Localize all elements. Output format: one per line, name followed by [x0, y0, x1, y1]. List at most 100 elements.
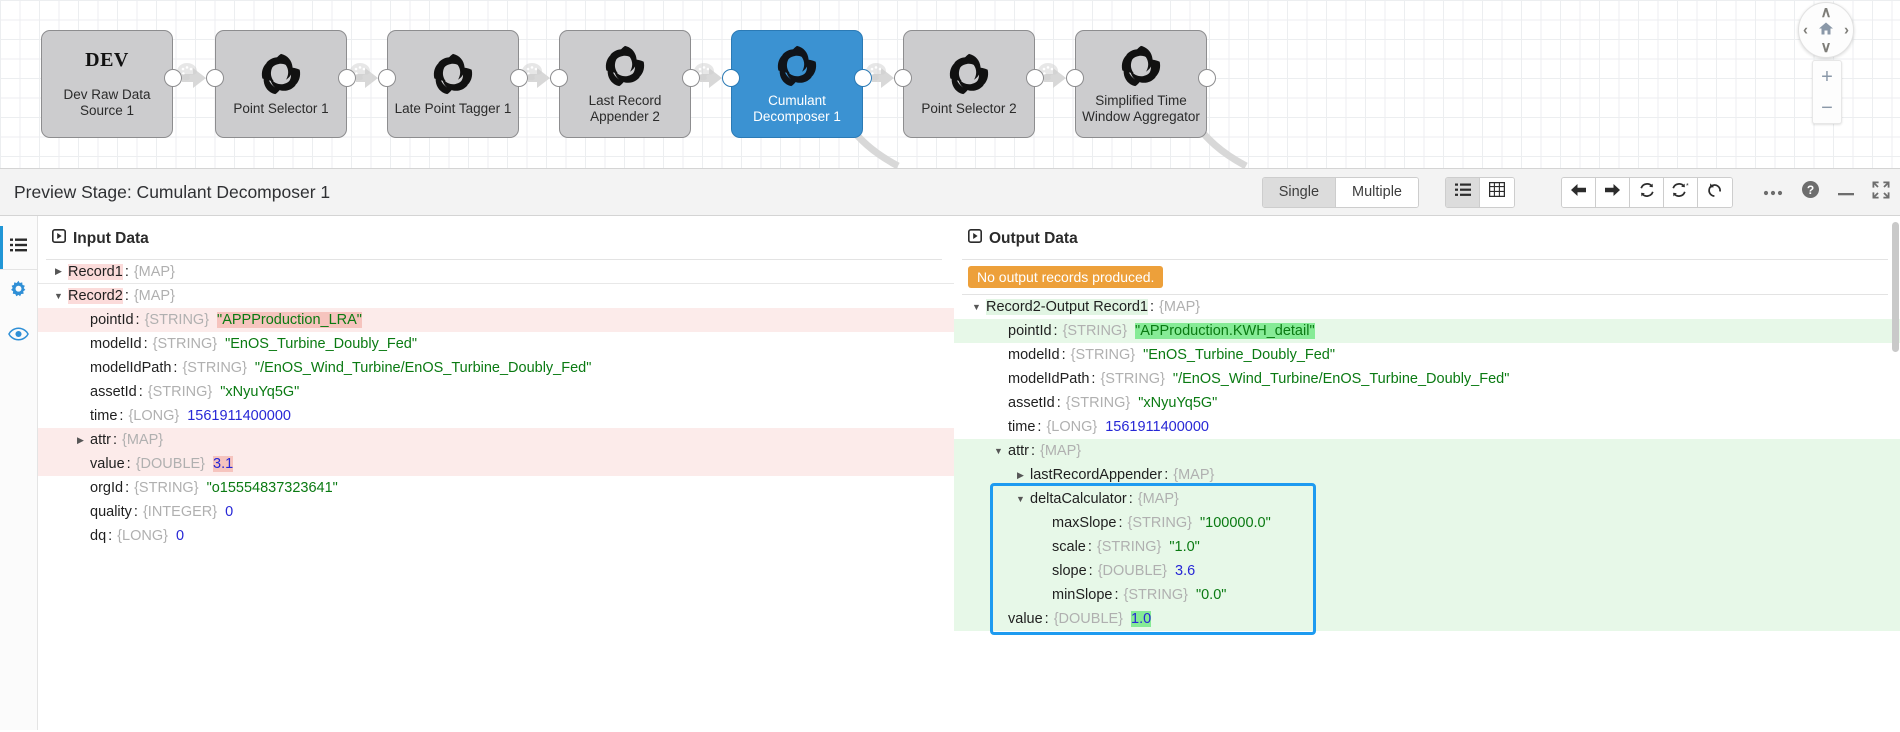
toolbar-button-help-icon[interactable]: ? [1801, 180, 1820, 204]
output-data-pane: Output Data No output records produced. … [954, 216, 1900, 730]
node-input-port[interactable] [722, 69, 740, 87]
tree-colon: : [1114, 587, 1119, 603]
collapsed-triangle-icon[interactable]: ▶ [55, 266, 62, 276]
tree-row[interactable]: ▶dq:{LONG}0 [38, 524, 954, 548]
pan-left-icon[interactable]: ‹ [1803, 21, 1808, 39]
navigation-group[interactable]: * [1561, 176, 1733, 208]
tree-row[interactable]: ▶value:{DOUBLE}1.0 [954, 607, 1900, 631]
pan-up-icon[interactable]: ∧ [1820, 4, 1832, 21]
expanded-triangle-icon[interactable]: ▼ [972, 302, 981, 312]
tree-key: minSlope [1052, 587, 1113, 603]
tree-row[interactable]: ▶pointId:{STRING}"APPProduction_LRA" [38, 308, 954, 332]
tree-row[interactable]: ▶slope:{DOUBLE}3.6 [954, 559, 1900, 583]
node-output-port[interactable] [854, 69, 872, 87]
window-actions-group[interactable]: ? [1763, 180, 1890, 204]
tree-colon: : [1128, 491, 1133, 507]
node-input-port[interactable] [206, 69, 224, 87]
sidebar-item-list[interactable] [0, 226, 37, 270]
mode-button-single[interactable]: Single [1262, 177, 1337, 207]
toolbar-button-expand-icon[interactable] [1872, 181, 1890, 204]
pipeline-node-last-record-appender-2[interactable]: Last Record Appender 2 [559, 30, 691, 138]
tree-row[interactable]: ▶Record1:{MAP} [38, 260, 954, 284]
node-output-port[interactable] [1026, 69, 1044, 87]
nav-button-arrow-right-icon[interactable] [1596, 177, 1630, 207]
tree-type: {MAP} [1137, 491, 1179, 507]
mode-button-multiple[interactable]: Multiple [1336, 177, 1418, 207]
left-rail[interactable] [0, 216, 38, 730]
tree-row[interactable]: ▶minSlope:{STRING}"0.0" [954, 583, 1900, 607]
pipeline-node-point-selector-2[interactable]: Point Selector 2 [903, 30, 1035, 138]
tree-row[interactable]: ▶scale:{STRING}"1.0" [954, 535, 1900, 559]
tree-row[interactable]: ▶modelIdPath:{STRING}"/EnOS_Wind_Turbine… [954, 367, 1900, 391]
input-tree[interactable]: ▶Record1:{MAP}▼Record2:{MAP}▶pointId:{ST… [38, 260, 954, 548]
pan-down-icon[interactable]: ∨ [1820, 39, 1832, 56]
expanded-triangle-icon[interactable]: ▼ [1016, 494, 1025, 504]
nav-button-refresh-icon[interactable] [1630, 177, 1664, 207]
node-output-port[interactable] [338, 69, 356, 87]
tree-type: {STRING} [152, 336, 218, 352]
expanded-triangle-icon[interactable]: ▼ [54, 291, 63, 301]
output-tree[interactable]: ▼Record2-Output Record1:{MAP}▶pointId:{S… [954, 295, 1900, 631]
view-button-table-view-icon[interactable] [1480, 177, 1514, 207]
tree-type: {STRING} [1123, 587, 1188, 603]
nav-button-refresh-star-icon[interactable]: * [1664, 177, 1698, 207]
node-output-port[interactable] [164, 69, 182, 87]
view-mode-group[interactable] [1445, 176, 1515, 208]
toolbar-button-more-options-icon[interactable] [1763, 183, 1783, 201]
tree-key: modelId [1008, 347, 1060, 363]
tree-row[interactable]: ▶assetId:{STRING}"xNyuYq5G" [954, 391, 1900, 415]
tree-row[interactable]: ▶attr:{MAP} [38, 428, 954, 452]
node-input-port[interactable] [378, 69, 396, 87]
pan-control[interactable]: ∧ ∨ ‹ › [1798, 2, 1854, 58]
pan-right-icon[interactable]: › [1844, 21, 1849, 39]
pipeline-node-simplified-time-window-aggregator[interactable]: Simplified Time Window Aggregator [1075, 30, 1207, 138]
nav-button-undo-icon[interactable] [1698, 177, 1732, 207]
node-output-port[interactable] [1198, 69, 1216, 87]
tree-row[interactable]: ▼attr:{MAP} [954, 439, 1900, 463]
nav-button-arrow-left-icon[interactable] [1562, 177, 1596, 207]
tree-value: 1561911400000 [1105, 419, 1209, 435]
sidebar-item-settings[interactable] [0, 270, 37, 314]
tree-colon: : [1150, 299, 1155, 315]
tree-key: time [1008, 419, 1036, 435]
zoom-control[interactable]: + − [1812, 60, 1842, 124]
tree-row[interactable]: ▶quality:{INTEGER}0 [38, 500, 954, 524]
tree-row[interactable]: ▶assetId:{STRING}"xNyuYq5G" [38, 380, 954, 404]
tree-row[interactable]: ▶lastRecordAppender:{MAP} [954, 463, 1900, 487]
view-button-list-view-icon[interactable] [1446, 177, 1480, 207]
pipeline-node-late-point-tagger-1[interactable]: Late Point Tagger 1 [387, 30, 519, 138]
tree-row[interactable]: ▼deltaCalculator:{MAP} [954, 487, 1900, 511]
tree-colon: : [1088, 563, 1093, 579]
collapsed-triangle-icon[interactable]: ▶ [77, 434, 84, 445]
tree-row[interactable]: ▶pointId:{STRING}"APProduction.KWH_detai… [954, 319, 1900, 343]
zoom-in-button[interactable]: + [1821, 65, 1833, 88]
expanded-triangle-icon[interactable]: ▼ [994, 446, 1003, 456]
tree-row[interactable]: ▶time:{LONG}1561911400000 [954, 415, 1900, 439]
pipeline-node-cumulant-decomposer-1[interactable]: Cumulant Decomposer 1 [731, 30, 863, 138]
tree-row[interactable]: ▶orgId:{STRING}"o15554837323641" [38, 476, 954, 500]
tree-row[interactable]: ▶time:{LONG}1561911400000 [38, 404, 954, 428]
tree-row[interactable]: ▼Record2:{MAP} [38, 284, 954, 308]
zoom-out-button[interactable]: − [1821, 96, 1833, 119]
node-input-port[interactable] [550, 69, 568, 87]
node-output-port[interactable] [682, 69, 700, 87]
toolbar-button-minimize-icon[interactable] [1838, 183, 1854, 201]
node-output-port[interactable] [510, 69, 528, 87]
pipeline-node-point-selector-1[interactable]: Point Selector 1 [215, 30, 347, 138]
node-input-port[interactable] [894, 69, 912, 87]
tree-row[interactable]: ▶modelId:{STRING}"EnOS_Turbine_Doubly_Fe… [38, 332, 954, 356]
tree-row[interactable]: ▶maxSlope:{STRING}"100000.0" [954, 511, 1900, 535]
tree-row[interactable]: ▶modelId:{STRING}"EnOS_Turbine_Doubly_Fe… [954, 343, 1900, 367]
node-input-port[interactable] [1066, 69, 1084, 87]
refresh-star-icon: * [1671, 182, 1690, 203]
home-icon[interactable] [1818, 22, 1834, 39]
vertical-scrollbar[interactable] [1892, 222, 1899, 352]
collapsed-triangle-icon[interactable]: ▶ [1017, 469, 1024, 480]
tree-row[interactable]: ▶value:{DOUBLE}3.1 [38, 452, 954, 476]
tree-row[interactable]: ▶modelIdPath:{STRING}"/EnOS_Wind_Turbine… [38, 356, 954, 380]
sidebar-item-preview[interactable] [0, 314, 37, 358]
tree-row[interactable]: ▼Record2-Output Record1:{MAP} [954, 295, 1900, 319]
